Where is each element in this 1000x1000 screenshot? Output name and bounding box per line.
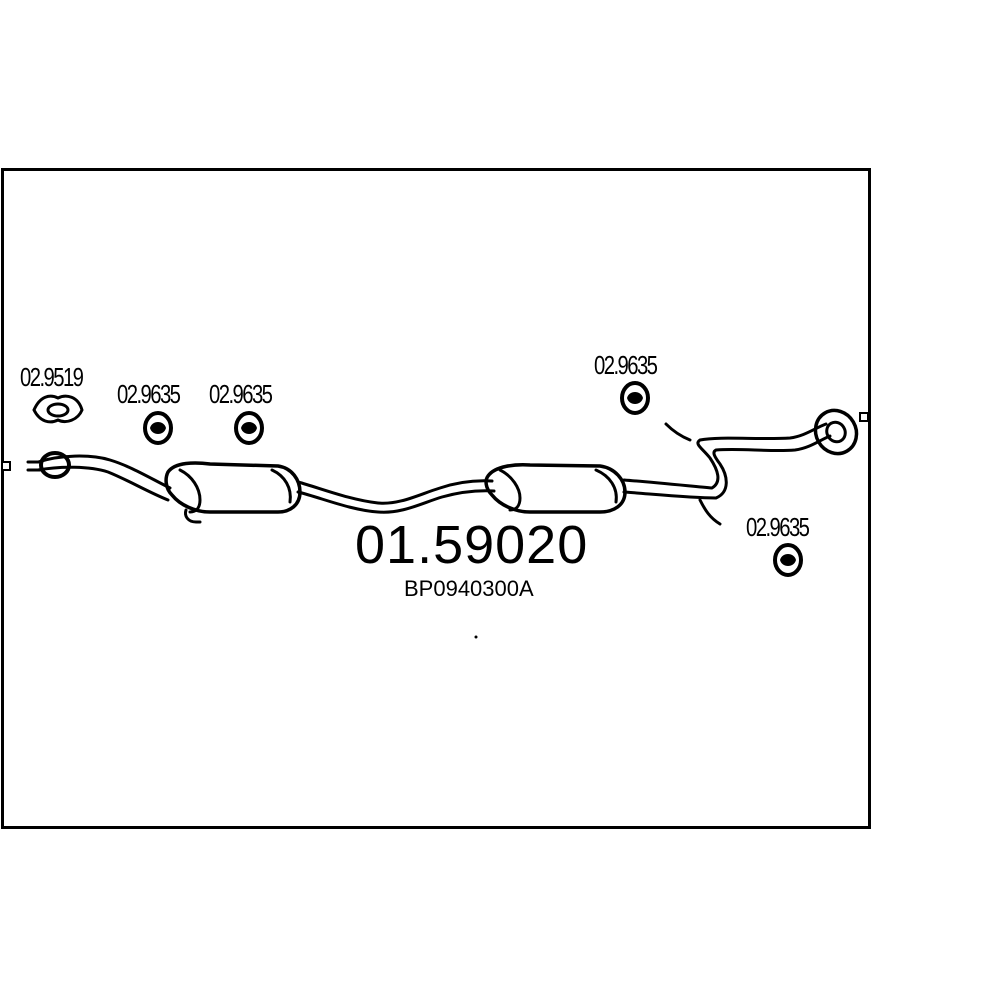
hanger-icon-2 — [234, 411, 264, 445]
front-flange — [39, 451, 71, 479]
label-hanger-3: 02.9635 — [594, 350, 658, 380]
label-hanger-1: 02.9635 — [117, 379, 181, 409]
hanger-icon-4 — [773, 543, 803, 577]
rear-silencer — [484, 463, 627, 514]
hanger-icon-3 — [620, 381, 650, 415]
oem-number: BP0940300A — [404, 576, 534, 601]
label-hanger-2: 02.9635 — [209, 379, 273, 409]
right-marker — [859, 412, 869, 422]
hanger-icon-1 — [143, 411, 173, 445]
rear-flange — [813, 408, 859, 456]
tail-pipe — [622, 422, 828, 490]
part-number: 01.59020 — [355, 515, 589, 575]
dot-mark — [474, 635, 478, 639]
gasket-icon — [32, 394, 84, 424]
front-silencer — [164, 461, 302, 514]
label-hanger-4: 02.9635 — [746, 512, 810, 542]
front-pipe — [36, 454, 172, 490]
tail-pipe-lower — [622, 434, 832, 500]
label-gasket: 02.9519 — [20, 362, 84, 392]
left-marker — [1, 461, 11, 471]
mid-pipe-lower — [296, 489, 496, 514]
mid-pipe — [296, 479, 494, 505]
front-pipe-lower — [36, 465, 170, 502]
